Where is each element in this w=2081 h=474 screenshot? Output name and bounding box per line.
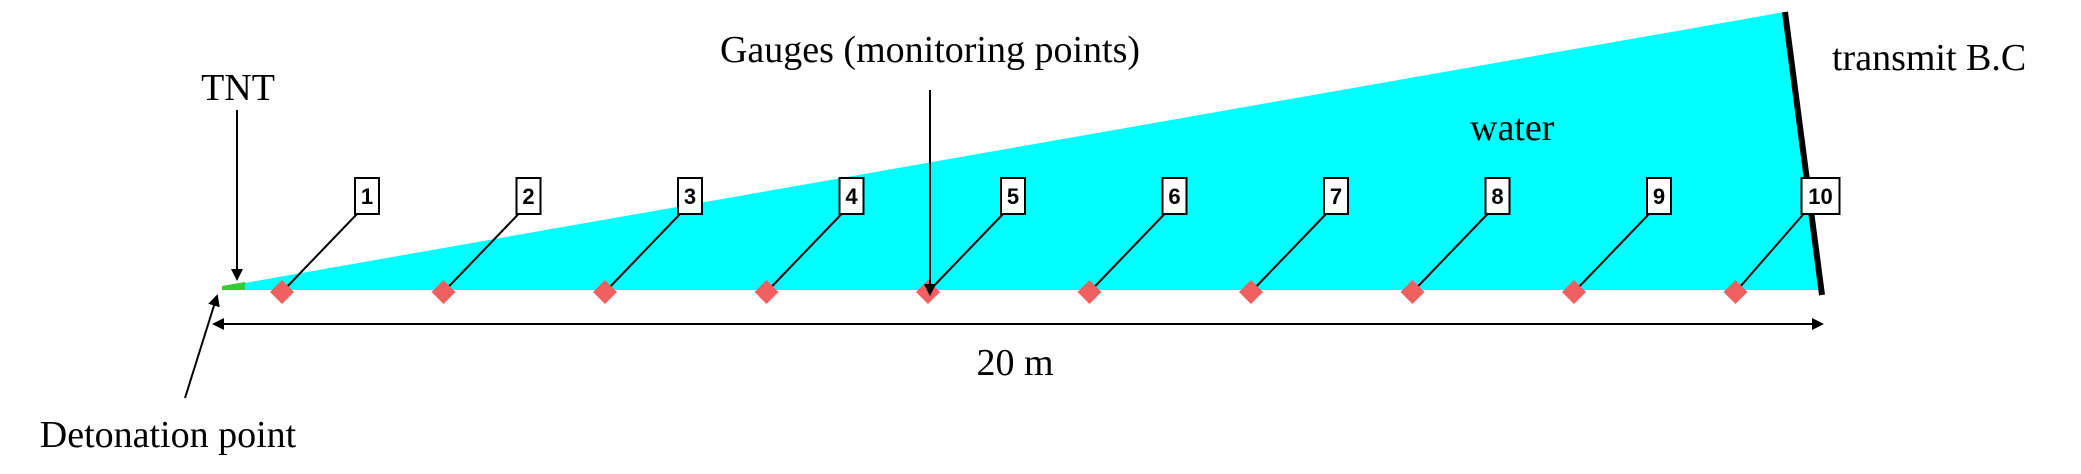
gauge-number: 6 (1168, 184, 1180, 209)
gauge-marker (1239, 280, 1263, 304)
gauge-marker (593, 280, 617, 304)
gauge-marker (1077, 280, 1102, 304)
gauge-label-box (1800, 177, 1841, 215)
gauge-leader-line (281, 213, 358, 293)
gauge-6: 6 (1077, 177, 1188, 304)
gauge-number: 2 (522, 184, 534, 209)
gauge-4: 4 (754, 177, 865, 304)
gauge-leader-line (1250, 213, 1327, 293)
gauge-leader-line (765, 213, 843, 293)
gauge-marker (1400, 280, 1425, 304)
gauge-leader-line (1734, 213, 1805, 293)
gauge-number: 10 (1808, 184, 1832, 209)
water-label: water (1470, 107, 1555, 149)
gauge-label-box (1646, 177, 1672, 215)
gauge-leader-line (927, 213, 1004, 293)
gauge-label-box (1161, 177, 1188, 215)
gauge-leader-line (1088, 213, 1166, 293)
gauge-leader-line (442, 213, 520, 293)
gauge-number: 8 (1491, 184, 1503, 209)
gauge-3: 3 (593, 177, 703, 304)
length-label: 20 m (976, 342, 1053, 384)
gauge-label-box (677, 177, 703, 215)
gauge-marker (431, 280, 456, 304)
gauge-marker (754, 280, 779, 304)
gauge-10: 10 (1723, 177, 1841, 304)
gauge-marker (270, 280, 294, 304)
gauge-label-box (354, 177, 380, 215)
gauge-label-box (1323, 177, 1349, 215)
gauge-label-box (838, 177, 865, 215)
gauge-number: 4 (845, 184, 858, 209)
tnt-charge (222, 282, 245, 290)
gauge-8: 8 (1400, 177, 1511, 304)
gauge-leader-line (1411, 213, 1489, 293)
transmit-bc-label: transmit B.C (1832, 37, 2026, 79)
gauge-marker (1562, 280, 1586, 304)
gauge-leader-line (604, 213, 681, 293)
gauge-leader-line (1573, 213, 1650, 293)
gauge-1: 1 (270, 177, 380, 304)
gauge-label-box (515, 177, 542, 215)
gauge-7: 7 (1239, 177, 1349, 304)
gauge-number: 1 (361, 184, 373, 209)
gauge-number: 5 (1007, 184, 1019, 209)
transmit-boundary-line (1782, 11, 1825, 296)
gauge-number: 7 (1330, 184, 1342, 209)
tnt-label: TNT (201, 67, 275, 109)
gauges-label: Gauges (monitoring points) (720, 29, 1140, 71)
water-domain (222, 12, 1822, 290)
detonation-label: Detonation point (40, 414, 297, 456)
gauge-9: 9 (1562, 177, 1672, 304)
gauge-label-box (1484, 177, 1511, 215)
gauge-marker (1723, 280, 1748, 304)
gauge-number: 3 (684, 184, 696, 209)
gauge-label-box (1000, 177, 1026, 215)
gauge-2: 2 (431, 177, 542, 304)
gauge-number: 9 (1653, 184, 1665, 209)
detonation-arrow (184, 294, 220, 399)
